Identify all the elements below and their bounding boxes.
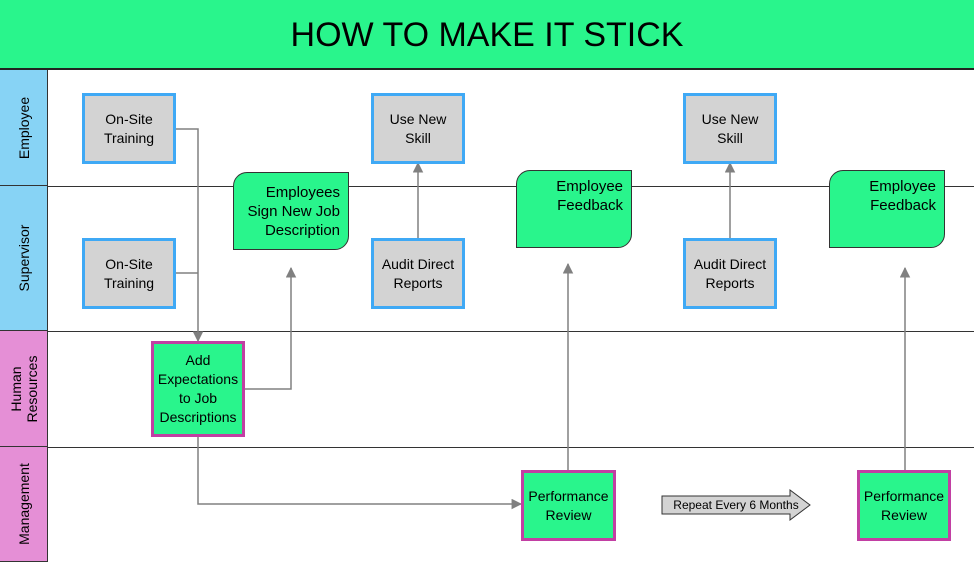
lane-divider (48, 447, 974, 448)
node-use-new-skill-2: Use New Skill (683, 93, 777, 164)
connector-hr-to-sign (244, 266, 297, 390)
diagram-title: HOW TO MAKE IT STICK (290, 16, 684, 54)
lane-label-supervisor-text: Supervisor (15, 224, 32, 292)
lane-label-employee: Employee (0, 70, 48, 186)
lane-label-human-resources: Human Resources (0, 331, 48, 447)
node-add-expectations: Add Expectations to Job Descriptions (151, 341, 245, 437)
connector-training-to-hr (176, 128, 204, 343)
node-employee-feedback-2: Employee Feedback (829, 170, 945, 248)
title-bar: HOW TO MAKE IT STICK (0, 0, 974, 70)
node-supervisor-on-site-training: On-Site Training (82, 238, 176, 309)
node-employee-on-site-training: On-Site Training (82, 93, 176, 164)
lane-label-management-text: Management (15, 463, 32, 545)
node-audit-direct-reports-2: Audit Direct Reports (683, 238, 777, 309)
lane-label-management: Management (0, 447, 48, 562)
repeat-label: Repeat Every 6 Months (673, 498, 799, 512)
lane-divider (48, 186, 974, 187)
node-performance-review-2: Performance Review (857, 470, 951, 541)
lane-label-employee-text: Employee (15, 96, 32, 159)
node-use-new-skill-1: Use New Skill (371, 93, 465, 164)
lane-label-supervisor: Supervisor (0, 186, 48, 331)
node-employees-sign-job-description: Employees Sign New Job Description (233, 172, 349, 250)
lane-divider (48, 331, 974, 332)
node-performance-review-1: Performance Review (521, 470, 616, 541)
node-employee-feedback-1: Employee Feedback (516, 170, 632, 248)
lane-label-hr-text: Human Resources (7, 355, 40, 422)
node-audit-direct-reports-1: Audit Direct Reports (371, 238, 465, 309)
